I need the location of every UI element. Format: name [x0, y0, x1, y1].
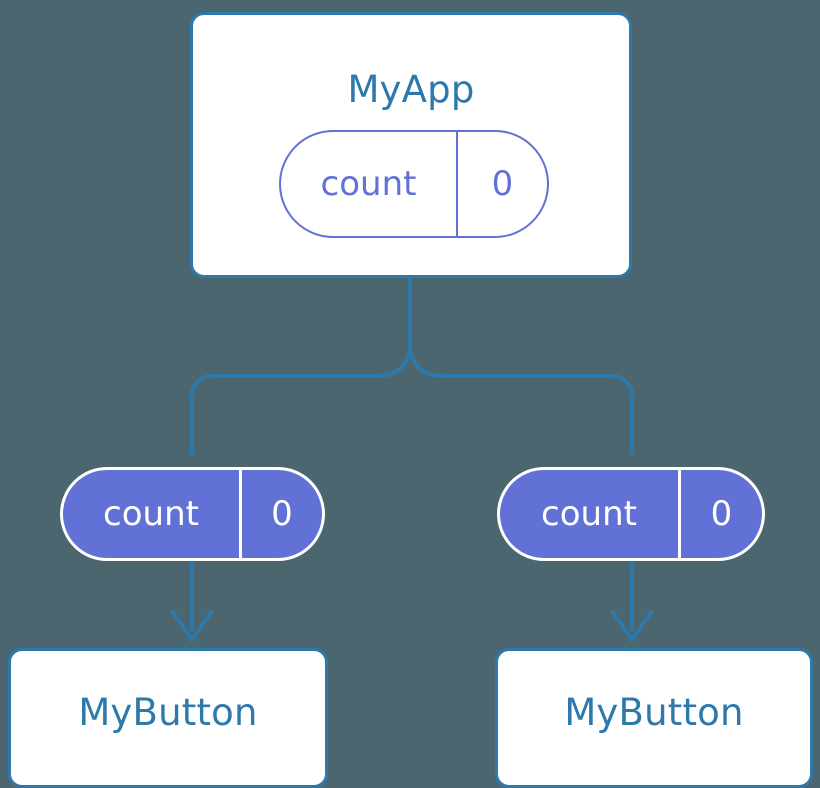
state-pill-right[interactable]: count 0	[497, 467, 765, 561]
arrow-head-right-icon	[611, 610, 653, 642]
component-node-leaf-right[interactable]: MyButton	[495, 648, 813, 788]
connector-split-left	[190, 346, 412, 455]
component-node-root[interactable]: MyApp count 0	[190, 12, 632, 278]
diagram-canvas: MyApp count 0 count 0 count 0 MyButton M…	[8, 12, 813, 788]
component-node-leaf-left[interactable]: MyButton	[8, 648, 328, 788]
state-key-left: count	[103, 494, 199, 534]
state-value-right: 0	[678, 470, 762, 558]
component-label-leaf-right: MyButton	[564, 691, 744, 734]
state-key-root: count	[320, 164, 417, 204]
arrow-head-left-icon	[171, 610, 213, 642]
state-pill-left[interactable]: count 0	[60, 467, 325, 561]
state-value-root: 0	[456, 132, 547, 236]
component-label-leaf-left: MyButton	[78, 691, 258, 734]
state-key-right: count	[541, 494, 637, 534]
state-value-left: 0	[239, 470, 322, 558]
component-label-root: MyApp	[347, 68, 475, 111]
state-pill-root[interactable]: count 0	[279, 130, 549, 238]
connector-split-right	[408, 346, 634, 455]
